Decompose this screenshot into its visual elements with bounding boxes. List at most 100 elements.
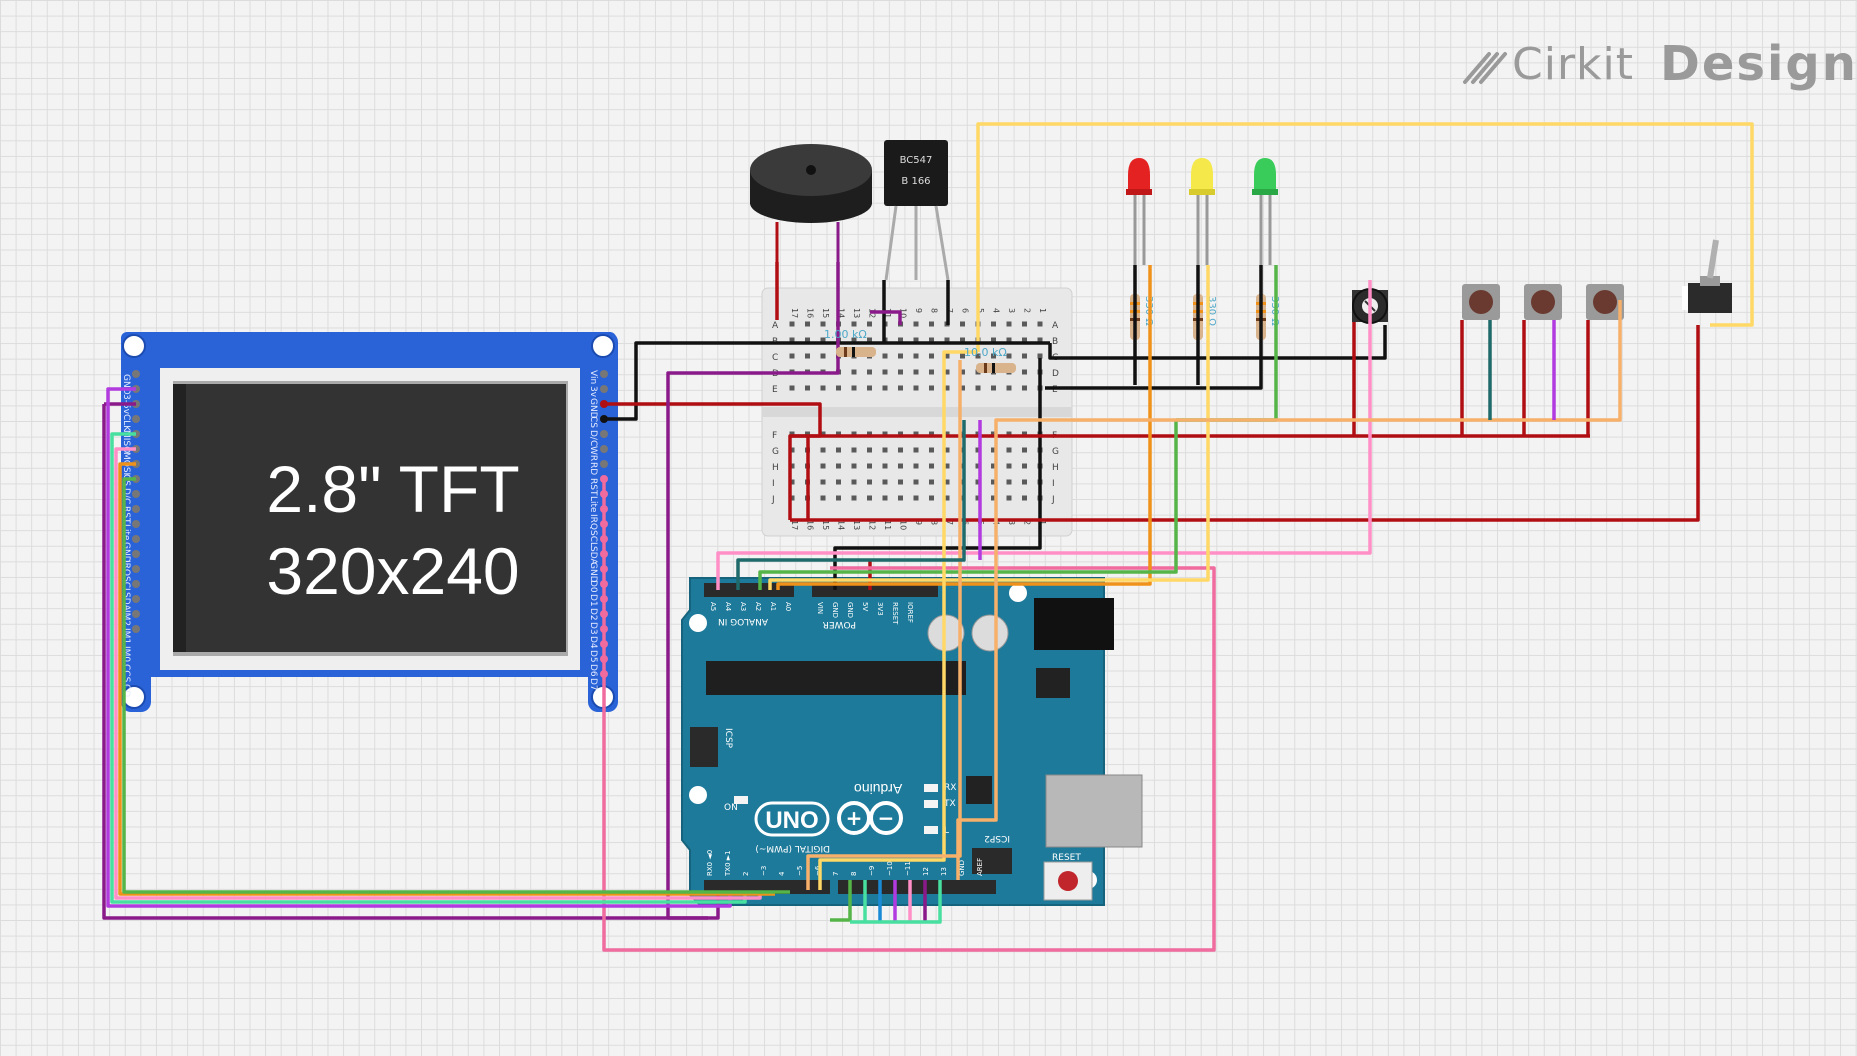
breadboard-hole[interactable]: [882, 369, 888, 375]
breadboard-hole[interactable]: [975, 431, 981, 437]
breadboard-hole[interactable]: [898, 495, 903, 501]
breadboard-hole[interactable]: [929, 321, 934, 327]
breadboard-hole[interactable]: [836, 479, 841, 485]
led-yellow[interactable]: [1189, 158, 1215, 265]
breadboard-hole[interactable]: [820, 337, 826, 343]
breadboard-hole[interactable]: [882, 463, 888, 469]
breadboard-hole[interactable]: [789, 463, 795, 469]
breadboard-hole[interactable]: [851, 447, 857, 453]
breadboard-hole[interactable]: [913, 447, 919, 453]
breadboard-hole[interactable]: [944, 369, 950, 375]
breadboard-hole[interactable]: [913, 495, 919, 501]
breadboard-hole[interactable]: [851, 463, 857, 469]
buzzer[interactable]: [750, 144, 872, 262]
breadboard-hole[interactable]: [789, 431, 795, 437]
toggle-switch[interactable]: [1682, 239, 1732, 313]
breadboard-hole[interactable]: [960, 353, 965, 359]
breadboard-hole[interactable]: [944, 385, 950, 391]
breadboard-hole[interactable]: [991, 353, 996, 359]
tft-display[interactable]: GND 3-5v CLK MISO MOSI CS D/C RST Lite G…: [121, 332, 618, 712]
breadboard-hole[interactable]: [789, 321, 795, 327]
breadboard-hole[interactable]: [882, 385, 888, 391]
breadboard-hole[interactable]: [820, 495, 826, 501]
breadboard-hole[interactable]: [898, 353, 903, 359]
breadboard-hole[interactable]: [805, 337, 810, 343]
breadboard-hole[interactable]: [991, 385, 996, 391]
breadboard-hole[interactable]: [836, 495, 841, 501]
breadboard-hole[interactable]: [1006, 495, 1012, 501]
breadboard-hole[interactable]: [851, 337, 857, 343]
breadboard-hole[interactable]: [1006, 353, 1012, 359]
breadboard-hole[interactable]: [991, 431, 996, 437]
breadboard-hole[interactable]: [789, 385, 795, 391]
breadboard-hole[interactable]: [867, 385, 872, 391]
breadboard-hole[interactable]: [1006, 479, 1012, 485]
breadboard-hole[interactable]: [1022, 495, 1027, 501]
breadboard-hole[interactable]: [851, 431, 857, 437]
breadboard-hole[interactable]: [960, 321, 965, 327]
breadboard-hole[interactable]: [929, 385, 934, 391]
breadboard-hole[interactable]: [991, 463, 996, 469]
breadboard-hole[interactable]: [820, 353, 826, 359]
breadboard-hole[interactable]: [1022, 431, 1027, 437]
breadboard-hole[interactable]: [929, 495, 934, 501]
breadboard-hole[interactable]: [1006, 385, 1012, 391]
breadboard-hole[interactable]: [913, 321, 919, 327]
breadboard-hole[interactable]: [820, 385, 826, 391]
breadboard-hole[interactable]: [929, 463, 934, 469]
breadboard-hole[interactable]: [913, 353, 919, 359]
breadboard-hole[interactable]: [1006, 431, 1012, 437]
led-red[interactable]: [1126, 158, 1152, 265]
breadboard-hole[interactable]: [789, 447, 795, 453]
push-button-3[interactable]: [1586, 284, 1624, 320]
breadboard-hole[interactable]: [991, 495, 996, 501]
breadboard-hole[interactable]: [975, 385, 981, 391]
breadboard-hole[interactable]: [991, 321, 996, 327]
breadboard-hole[interactable]: [820, 431, 826, 437]
breadboard-hole[interactable]: [1006, 321, 1012, 327]
breadboard-hole[interactable]: [867, 463, 872, 469]
breadboard-hole[interactable]: [851, 385, 857, 391]
breadboard-hole[interactable]: [867, 369, 872, 375]
breadboard-hole[interactable]: [1022, 479, 1027, 485]
breadboard-hole[interactable]: [991, 479, 996, 485]
breadboard-hole[interactable]: [898, 385, 903, 391]
breadboard-hole[interactable]: [867, 479, 872, 485]
breadboard-hole[interactable]: [1037, 337, 1043, 343]
breadboard-hole[interactable]: [898, 447, 903, 453]
breadboard-hole[interactable]: [789, 495, 795, 501]
reset-button-cap[interactable]: [1058, 871, 1078, 891]
breadboard-hole[interactable]: [867, 337, 872, 343]
breadboard-hole[interactable]: [1022, 369, 1027, 375]
breadboard-hole[interactable]: [975, 353, 981, 359]
breadboard-hole[interactable]: [944, 431, 950, 437]
breadboard-hole[interactable]: [898, 369, 903, 375]
breadboard-hole[interactable]: [975, 447, 981, 453]
breadboard-hole[interactable]: [1006, 447, 1012, 453]
breadboard-hole[interactable]: [882, 353, 888, 359]
breadboard-hole[interactable]: [789, 479, 795, 485]
breadboard-hole[interactable]: [975, 463, 981, 469]
breadboard-hole[interactable]: [929, 479, 934, 485]
breadboard-hole[interactable]: [882, 447, 888, 453]
breadboard-hole[interactable]: [913, 431, 919, 437]
led-green[interactable]: [1252, 158, 1278, 265]
breadboard-hole[interactable]: [882, 479, 888, 485]
breadboard-hole[interactable]: [898, 337, 903, 343]
breadboard-hole[interactable]: [898, 463, 903, 469]
breadboard-hole[interactable]: [836, 463, 841, 469]
breadboard-hole[interactable]: [789, 337, 795, 343]
bb-resistor-1[interactable]: 1.00 kΩ: [824, 328, 876, 357]
breadboard-hole[interactable]: [991, 447, 996, 453]
breadboard-hole[interactable]: [1006, 463, 1012, 469]
breadboard-hole[interactable]: [805, 321, 810, 327]
breadboard-hole[interactable]: [1037, 321, 1043, 327]
breadboard-hole[interactable]: [944, 447, 950, 453]
breadboard-hole[interactable]: [913, 463, 919, 469]
breadboard-hole[interactable]: [805, 431, 810, 437]
breadboard-hole[interactable]: [991, 337, 996, 343]
breadboard-hole[interactable]: [1022, 447, 1027, 453]
breadboard-hole[interactable]: [805, 353, 810, 359]
breadboard-hole[interactable]: [960, 369, 965, 375]
breadboard-hole[interactable]: [929, 353, 934, 359]
